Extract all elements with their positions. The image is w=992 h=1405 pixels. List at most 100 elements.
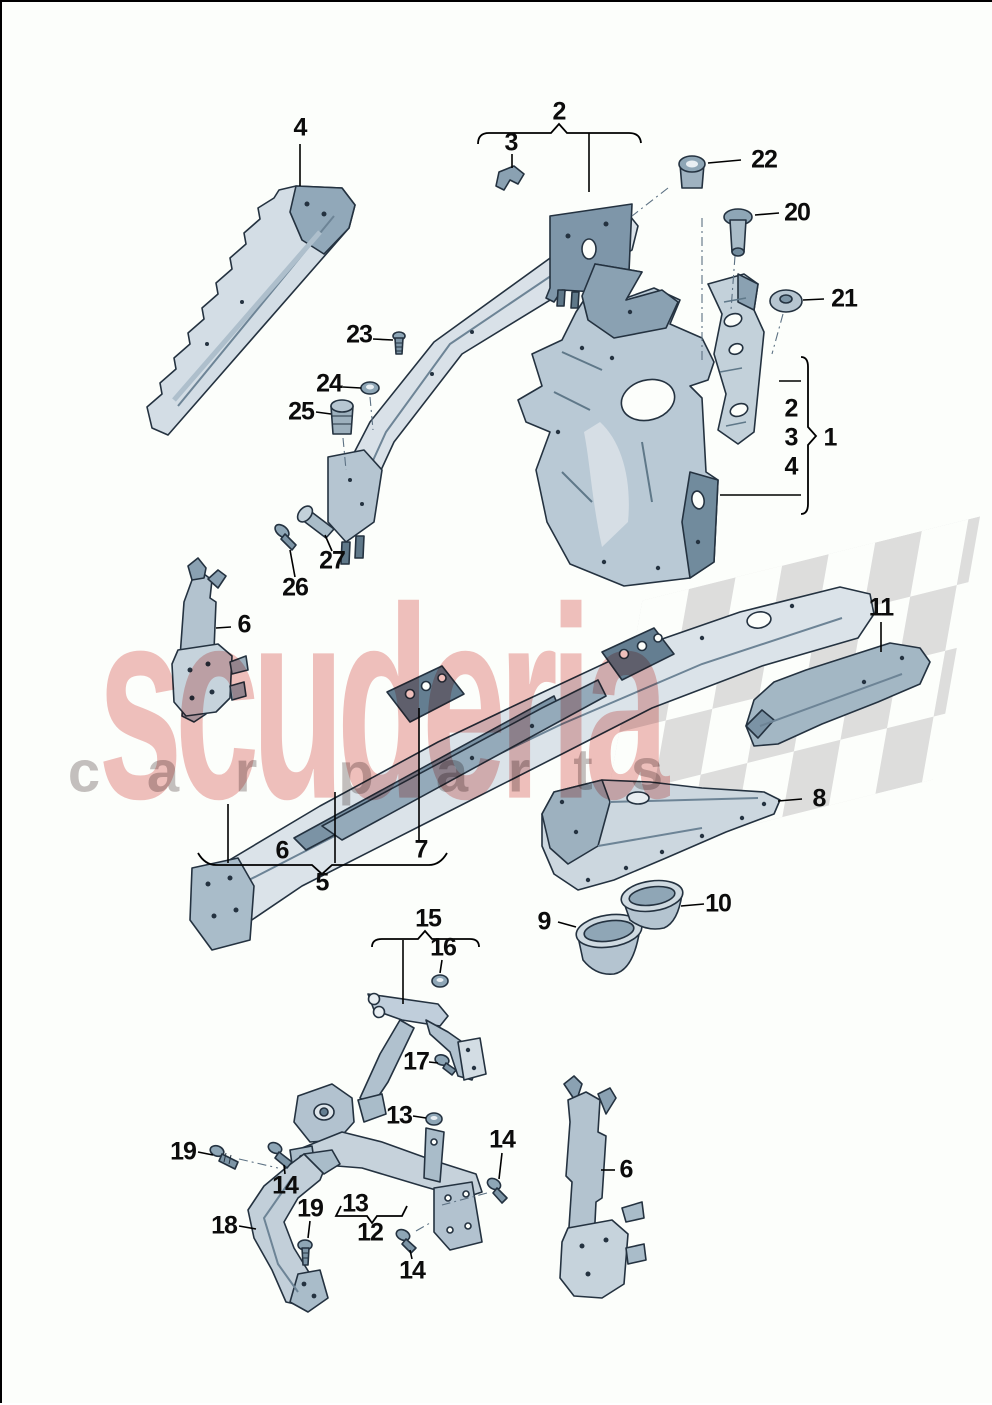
part-wheel-housing (517, 263, 719, 587)
callout-26: 26 (282, 573, 309, 602)
assembly-axis-line (342, 437, 347, 471)
part-nut-24 (360, 381, 380, 395)
callout-7: 7 (414, 835, 429, 864)
part-cap-10 (620, 879, 684, 930)
part-closing-plate-lower (559, 1075, 647, 1299)
leader-line (777, 798, 803, 802)
leader-line (802, 298, 825, 301)
callout-8: 8 (812, 784, 827, 813)
part-grommet-22 (678, 155, 706, 189)
callout-12: 12 (357, 1218, 384, 1247)
callout-3: 3 (504, 128, 519, 157)
assembly-axis-line (631, 187, 669, 217)
part-sleeve-27 (296, 505, 335, 539)
part-bolt-23 (392, 331, 406, 355)
callout-6: 6 (275, 836, 290, 865)
group-bracket (334, 1205, 408, 1225)
assembly-axis-line (771, 313, 784, 355)
callout-2: 2 (552, 97, 567, 126)
callout-10: 10 (705, 889, 732, 918)
leader-line (372, 338, 394, 341)
leader-line (238, 1225, 257, 1230)
callout-27: 27 (319, 546, 346, 575)
part-pillar-closing-panel (707, 273, 765, 445)
part-nut-16 (431, 974, 449, 988)
part-wheel-arch-rail-left (146, 185, 356, 436)
part-support-bracket-15 (359, 992, 487, 1107)
group-bracket (371, 929, 480, 948)
callout-14: 14 (272, 1171, 299, 1200)
callout-25: 25 (288, 397, 315, 426)
callout-6: 6 (237, 610, 252, 639)
part-longitudinal-member (189, 586, 875, 951)
leader-line (283, 1164, 286, 1175)
callout-13: 13 (386, 1101, 413, 1130)
part-screw-17 (434, 1054, 457, 1076)
leader-line (215, 626, 232, 629)
part-screw-19-bottom (297, 1239, 313, 1266)
leader-line (197, 1151, 214, 1156)
assembly-axis-line (369, 396, 374, 431)
part-screw-26 (274, 523, 297, 551)
leader-line (557, 921, 577, 928)
part-screw-19-left (209, 1144, 239, 1170)
callout-24: 24 (316, 369, 343, 398)
callout-3: 3 (784, 423, 799, 452)
callout-14: 14 (489, 1125, 516, 1154)
assembly-axis-line (441, 1192, 488, 1206)
part-strut-18 (247, 1149, 341, 1313)
callout-2: 2 (784, 394, 799, 423)
callout-22: 22 (751, 145, 778, 174)
callout-13: 13 (342, 1189, 369, 1218)
leader-line (342, 386, 362, 389)
assembly-axis-line (730, 255, 736, 311)
part-closing-plate-upper (171, 557, 249, 723)
callout-17: 17 (403, 1047, 430, 1076)
part-screw-14-left (267, 1141, 293, 1169)
group-bracket (477, 122, 642, 145)
callout-5: 5 (315, 868, 330, 897)
callout-4: 4 (293, 113, 308, 142)
part-screw-14-bottom (395, 1228, 417, 1254)
part-buffer-25 (330, 399, 354, 435)
callout-23: 23 (346, 320, 373, 349)
callout-19: 19 (170, 1137, 197, 1166)
callout-15: 15 (415, 904, 442, 933)
leader-line (680, 903, 705, 907)
leader-line (498, 1152, 503, 1180)
leader-line (409, 1249, 413, 1260)
callout-14: 14 (399, 1256, 426, 1285)
assembly-axis-line (238, 1158, 279, 1169)
part-screw-14-right (486, 1177, 508, 1204)
leader-line (428, 1061, 439, 1064)
callout-16: 16 (430, 933, 457, 962)
leader-line (315, 411, 332, 415)
callout-19: 19 (297, 1194, 324, 1223)
part-retaining-clip (495, 165, 525, 191)
callout-18: 18 (211, 1211, 238, 1240)
leader-line (707, 159, 742, 164)
part-cover-disc-21 (769, 289, 803, 313)
part-nut-13 (425, 1112, 443, 1126)
callout-11: 11 (868, 593, 894, 622)
callout-6: 6 (619, 1155, 634, 1184)
callout-1: 1 (823, 423, 838, 452)
part-sill-piece (745, 642, 931, 747)
leader-line (439, 959, 443, 974)
callout-4: 4 (784, 452, 799, 481)
part-fender-support-rail (327, 203, 639, 565)
group-bracket (800, 356, 818, 515)
leader-line (324, 534, 333, 552)
leader-line (307, 1220, 311, 1239)
callout-20: 20 (784, 198, 811, 227)
group-bracket (197, 852, 448, 876)
leader-line (289, 549, 296, 578)
assembly-axis-line (415, 1222, 431, 1232)
callout-9: 9 (537, 907, 552, 936)
part-expanding-plug-20 (723, 208, 753, 257)
part-subframe-rail (541, 779, 781, 891)
leader-line (754, 212, 780, 216)
callout-21: 21 (831, 284, 858, 313)
